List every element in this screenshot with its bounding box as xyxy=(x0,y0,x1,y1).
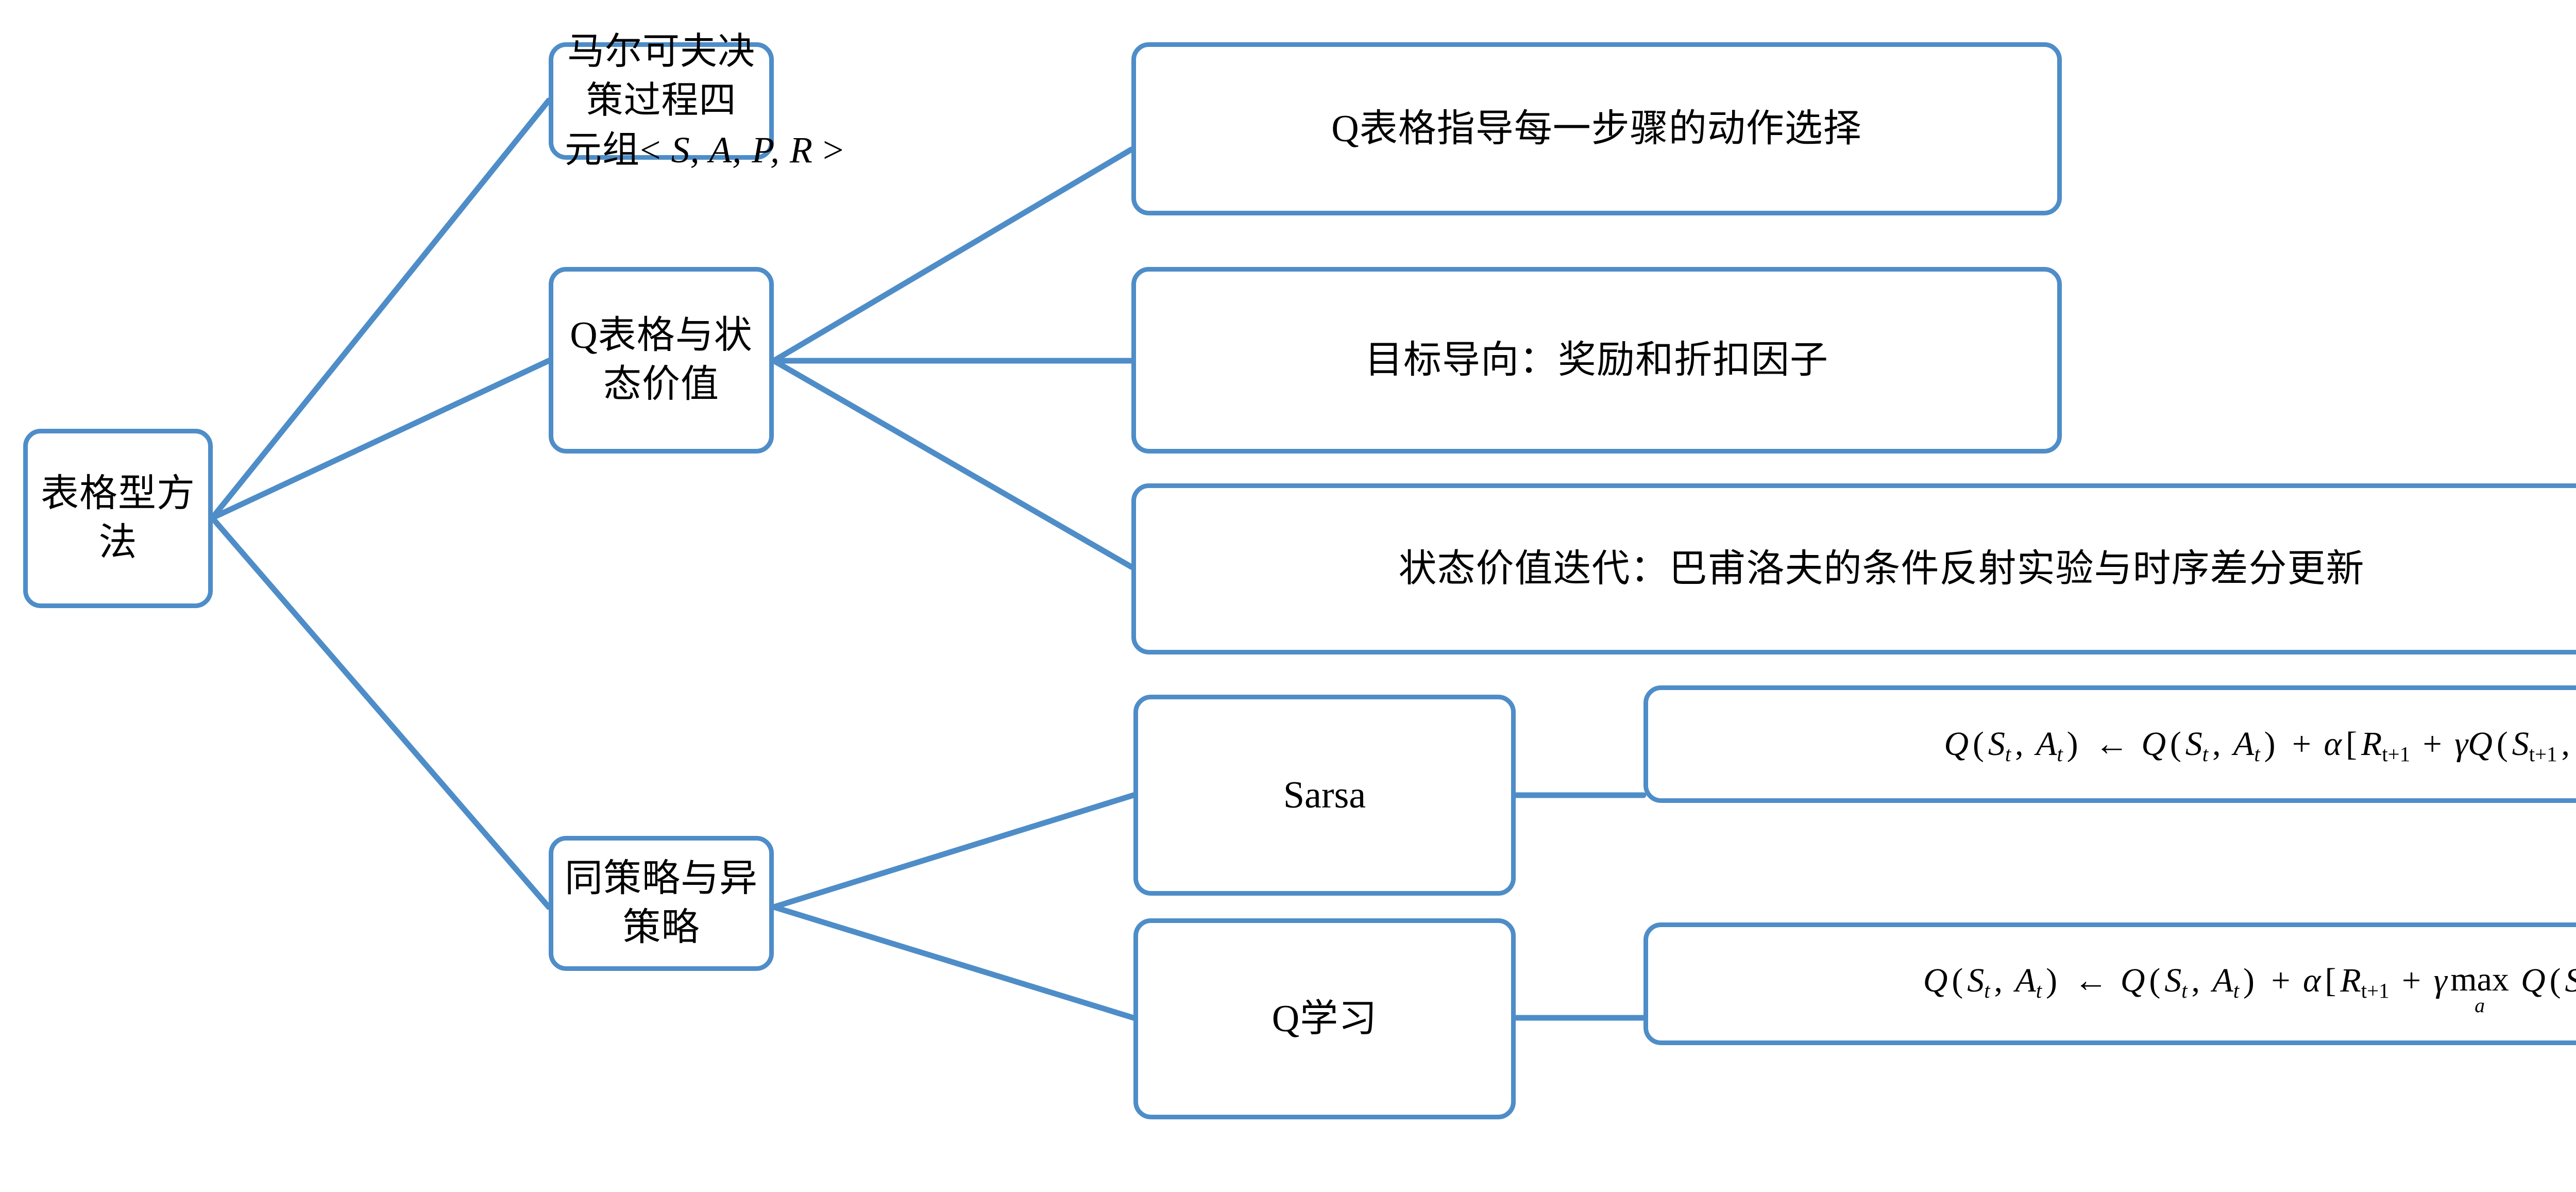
node-sarsa[interactable]: Sarsa xyxy=(1133,695,1516,896)
node-mdp-label-line1: 马尔可夫决策过程四 xyxy=(567,31,755,122)
link-root-to-qtable xyxy=(209,358,552,521)
node-goal-oriented[interactable]: 目标导向：奖励和折扣因子 xyxy=(1131,267,2062,454)
link-qtable-to-action-select xyxy=(771,146,1134,364)
node-mdp-label: 马尔可夫决策过程四 元组< S, A, P, R > xyxy=(565,27,844,174)
link-onoff-to-qlearning xyxy=(771,904,1137,1021)
node-goal-oriented-label: 目标导向：奖励和折扣因子 xyxy=(1365,339,1828,381)
node-value-iteration[interactable]: 状态价值迭代：巴甫洛夫的条件反射实验与时序差分更新 xyxy=(1131,483,2576,654)
node-root[interactable]: 表格型方法 xyxy=(23,429,213,608)
link-root-to-mdp xyxy=(209,97,552,521)
node-qtable[interactable]: Q表格与状态价值 xyxy=(549,267,774,454)
node-root-label: 表格型方法 xyxy=(41,473,195,564)
node-q-action-select[interactable]: Q表格指导每一步骤的动作选择 xyxy=(1131,42,2062,215)
node-onoff-policy-label: 同策略与异策略 xyxy=(565,858,758,949)
node-onoff-policy[interactable]: 同策略与异策略 xyxy=(549,836,774,971)
link-onoff-to-sarsa xyxy=(771,792,1137,910)
node-mdp-label-line2-vars: S, A, P, R xyxy=(671,129,813,171)
link-root-to-onoff xyxy=(209,515,552,910)
node-q-action-select-label: Q表格指导每一步骤的动作选择 xyxy=(1331,107,1862,150)
link-qtable-to-value-iteration xyxy=(771,358,1134,570)
node-sarsa-formula[interactable]: Q(St, At) ← Q(St, At) + α[Rt+1 + γQ(St+1… xyxy=(1643,685,2576,803)
sarsa-formula-expression: Q(St, At) ← Q(St, At) + α[Rt+1 + γQ(St+1… xyxy=(1944,725,2570,766)
node-q-learning-label: Q学习 xyxy=(1272,997,1378,1040)
node-value-iteration-label: 状态价值迭代：巴甫洛夫的条件反射实验与时序差分更新 xyxy=(1398,547,2365,590)
node-mdp-label-line2-suffix: > xyxy=(822,129,844,171)
node-mdp[interactable]: 马尔可夫决策过程四 元组< S, A, P, R > xyxy=(549,31,844,171)
node-sarsa-label: Sarsa xyxy=(1283,774,1366,816)
node-mdp-label-line2-prefix: 元组< xyxy=(565,129,662,171)
node-q-learning[interactable]: Q学习 xyxy=(1133,918,1516,1119)
node-qtable-label: Q表格与状态价值 xyxy=(570,314,753,406)
